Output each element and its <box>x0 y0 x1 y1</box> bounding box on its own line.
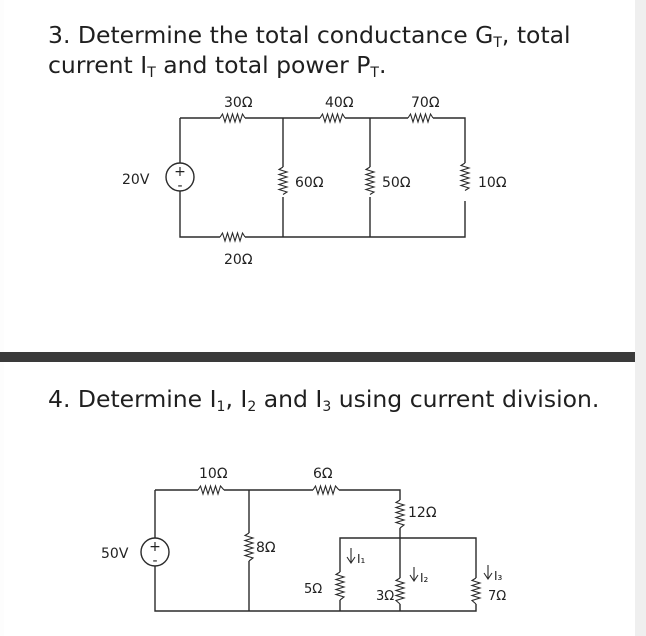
label-3-4: 3Ω <box>376 589 394 604</box>
resistor-6-4 <box>312 484 340 496</box>
wire-left-4 <box>154 490 340 612</box>
label-12-4: 12Ω <box>408 505 437 521</box>
label-i1: I₁ <box>357 552 366 566</box>
label-10-4: 10Ω <box>199 466 228 482</box>
resistor-5-4 <box>334 571 346 601</box>
source-4-minus-sign: - <box>152 553 157 569</box>
source-plus-sign: + <box>174 164 186 180</box>
resistor-10 <box>459 162 471 191</box>
voltage-source-20v <box>165 162 195 192</box>
resistor-60 <box>277 166 289 195</box>
wire-top-4 <box>155 489 401 500</box>
arrow-i3 <box>483 565 493 580</box>
resistor-8-4 <box>243 532 255 562</box>
source-minus-sign: - <box>177 178 182 194</box>
label-20: 20Ω <box>224 252 253 268</box>
label-i2: I₂ <box>420 571 429 585</box>
label-10: 10Ω <box>478 175 507 191</box>
label-40: 40Ω <box>325 95 354 111</box>
arrow-i2 <box>409 567 419 582</box>
label-60: 60Ω <box>295 175 324 191</box>
label-50: 50Ω <box>382 175 411 191</box>
problem-3-question: 3. Determine the total conductance GT, t… <box>48 21 571 81</box>
scrollbar-track <box>635 0 646 636</box>
resistor-70 <box>407 112 434 124</box>
label-source-50v: 50V <box>101 546 129 562</box>
voltage-source-50v <box>140 537 170 567</box>
problem-4-panel <box>4 362 635 636</box>
label-5-4: 5Ω <box>304 582 322 597</box>
resistor-3-4 <box>394 577 406 605</box>
resistor-10-4 <box>197 484 225 496</box>
label-source-20v: 20V <box>122 172 150 188</box>
resistor-20 <box>219 231 246 243</box>
resistor-40 <box>319 112 346 124</box>
resistor-50 <box>364 166 376 195</box>
wire-top <box>180 117 466 163</box>
label-8-4: 8Ω <box>256 540 276 556</box>
resistor-12-4 <box>394 499 406 529</box>
label-i3: I₃ <box>494 569 503 583</box>
label-6-4: 6Ω <box>313 466 333 482</box>
source-4-plus-sign: + <box>149 539 161 555</box>
resistor-7-4 <box>470 577 482 605</box>
label-30: 30Ω <box>224 95 253 111</box>
problem-4-question: 4. Determine I1, I2 and I3 using current… <box>48 385 600 415</box>
section-divider <box>0 352 646 362</box>
wire-left <box>179 118 466 238</box>
label-70: 70Ω <box>411 95 440 111</box>
arrow-i1 <box>346 548 356 564</box>
resistor-30 <box>219 112 246 124</box>
problem-3-panel <box>4 0 635 352</box>
label-7-4: 7Ω <box>488 589 506 604</box>
circuit-diagram-4: + - 50V 10Ω 6Ω 8Ω 12Ω 5Ω 3Ω 7Ω I₁ I₂ I₃ <box>101 466 506 612</box>
